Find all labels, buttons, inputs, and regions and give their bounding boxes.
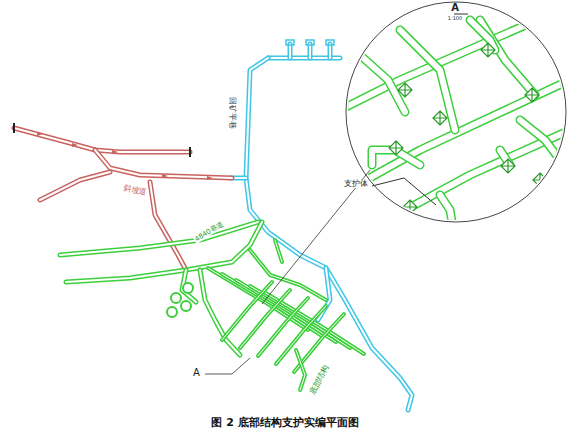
roadway-outline [250,250,326,300]
support-body-symbol [525,88,539,102]
roadway-inner [14,128,190,152]
support-body-symbol [445,233,459,247]
direction-arrow [162,174,168,178]
map-label: 底部结构 [308,363,331,397]
roadway-outline [222,282,272,340]
map-label: 斜坡道 [121,184,148,197]
roadway-inner [480,20,535,95]
direction-arrow [37,132,43,136]
direction-arrow [207,176,213,180]
roadway-outline [60,222,258,255]
roadway-outline [520,120,560,160]
support-body-symbol [403,200,417,214]
roadway-inner [250,250,326,300]
chamber [171,293,181,303]
roadway-inner [296,350,305,390]
drift-end [306,40,314,45]
roadway-inner [329,44,331,58]
roadway-inner [66,222,262,282]
chamber [181,301,191,311]
support-body-symbol [389,141,403,155]
roadway-inner [150,182,186,270]
section-mark: A [192,368,201,378]
roadway-inner [275,240,282,262]
roadway-inner [182,270,196,302]
roadway-outline [440,195,455,240]
roadway-outline [182,270,196,302]
roadway-outline [296,350,305,390]
section-mark: A [450,3,460,13]
roadway-outline [40,172,110,200]
roadway-outline [308,44,313,58]
chamber [167,307,177,317]
roadway-inner [276,306,326,364]
roadway-outline [480,20,535,95]
figure-caption: 图 2 底部结构支护实编平面图 [211,417,358,428]
roadway-inner [309,44,311,58]
drift-end-mark [14,123,190,157]
chamber [183,283,193,293]
leader-lines [205,14,468,374]
roadway-inner [350,130,570,240]
roadway-outline [276,306,326,364]
drift-end [286,40,294,45]
direction-arrow [72,143,78,147]
roadway-inner [60,222,258,255]
roadway-outline [258,298,308,356]
roadway-outline [66,222,262,282]
bottom-structure [60,222,364,390]
roadway-inner [258,298,308,356]
drift-end [326,40,334,45]
roadway-outline [240,290,290,348]
support-body-symbol [398,83,412,97]
map-label: 支护体 [343,180,369,188]
map-label: 回矿平巷 [228,96,236,130]
roadway-outline [350,130,570,240]
roadway-inner [440,195,455,240]
roadway-inner [240,290,290,348]
roadway-outline [95,150,232,178]
roadway-outline [150,182,186,270]
roadway-outline [360,55,405,112]
support-body-symbol [533,173,547,187]
roadway-outline [328,44,333,58]
detail-circle [346,2,566,222]
roadway-outline [275,240,282,262]
roadway-inner [289,44,291,58]
support-body-symbol [481,43,495,57]
roadway-inner [222,282,272,340]
roadway-inner [95,150,232,178]
roadway-outline [14,128,190,152]
support-body-symbol [433,111,447,125]
roadway-inner [520,120,560,160]
support-body-symbol [501,159,515,173]
roadway-inner [360,55,405,112]
roadway-outline [288,44,293,58]
detail-drifts [330,10,570,247]
roadway-inner [40,172,110,200]
direction-arrow [112,150,118,154]
scale-text: 1:100 [447,16,463,21]
